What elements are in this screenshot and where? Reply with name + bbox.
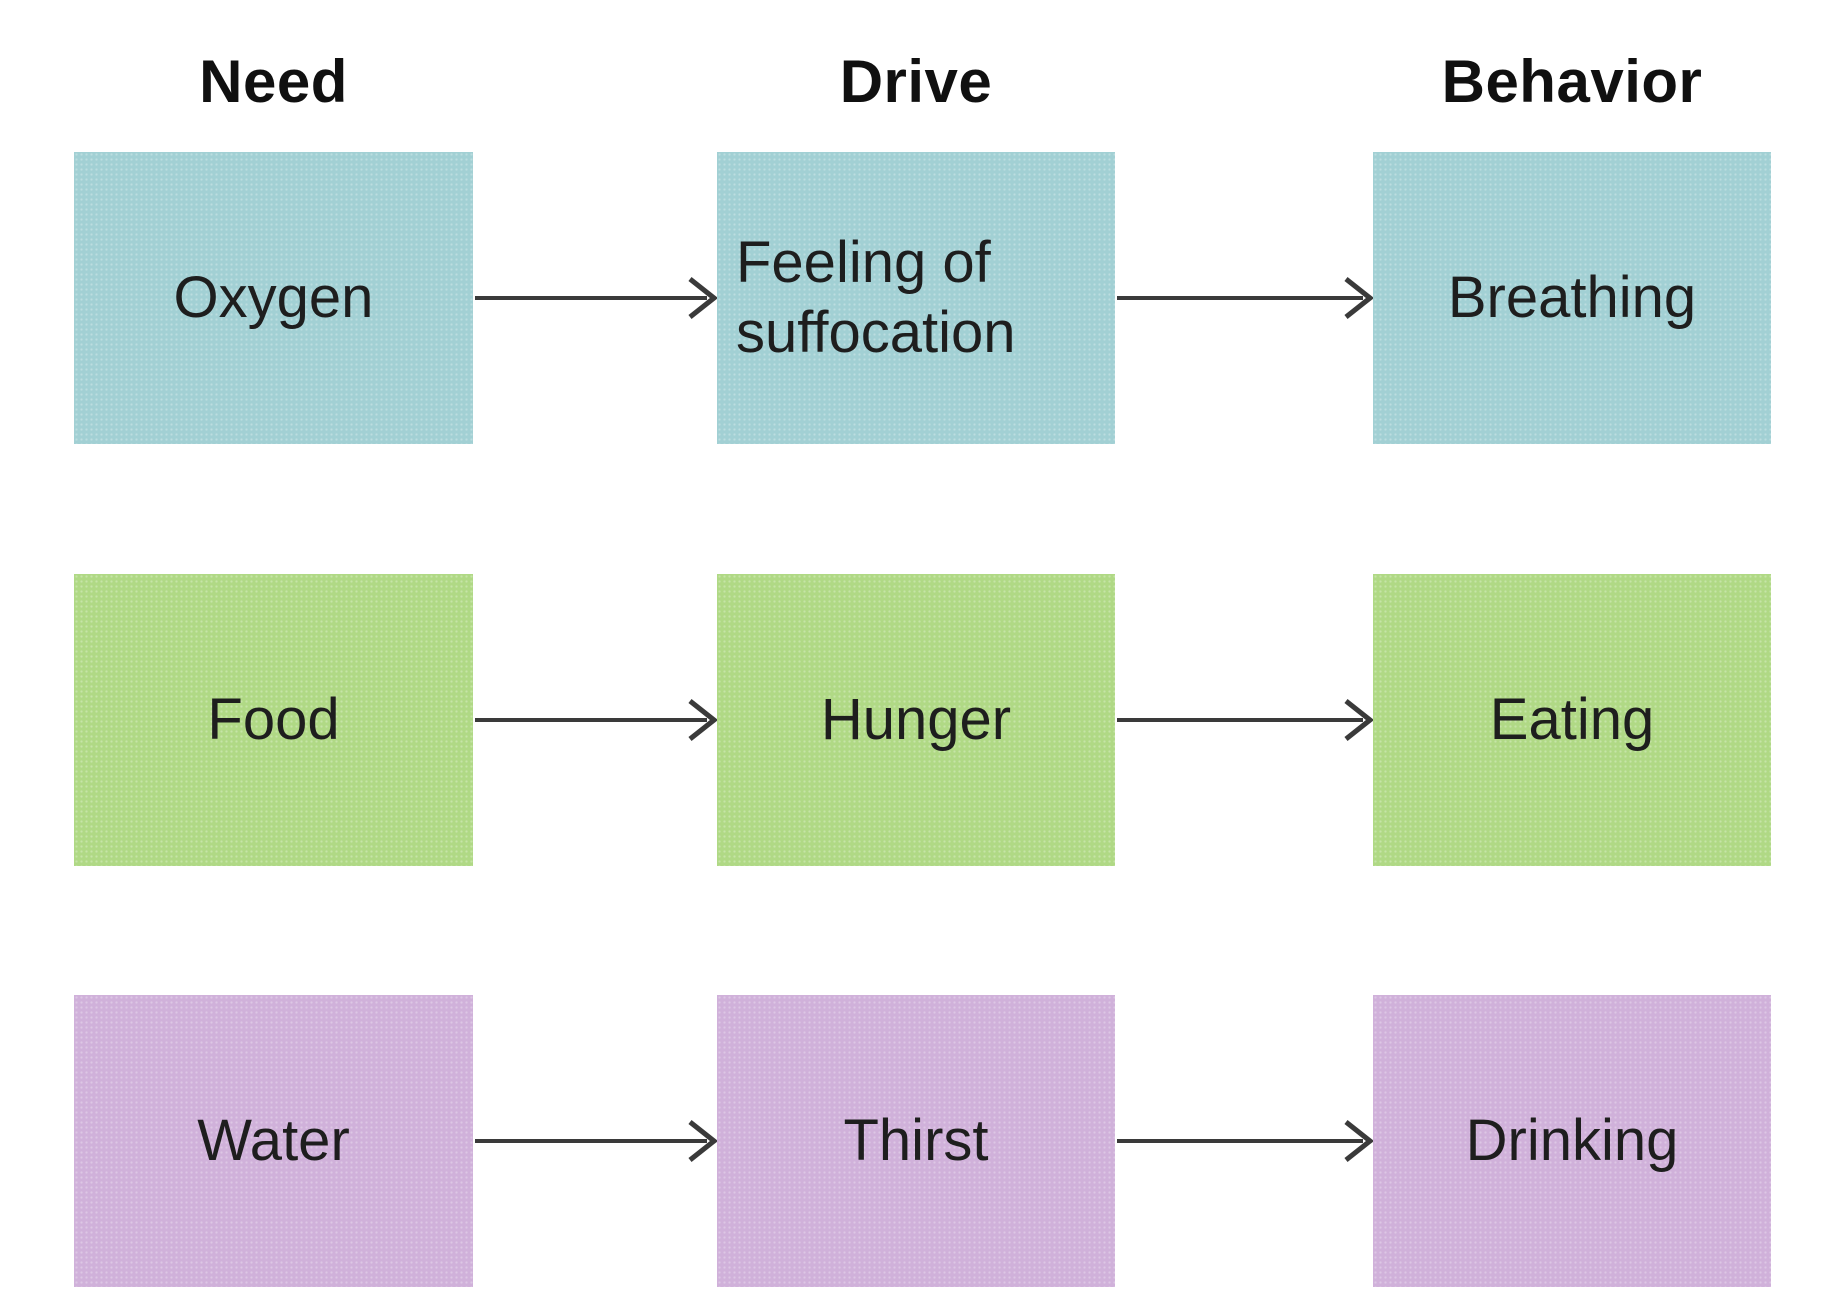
need-label: Water <box>197 1108 350 1174</box>
behavior-label: Drinking <box>1465 1108 1679 1174</box>
drive-label: Feeling of suffocation <box>736 230 1016 365</box>
drive-box-hunger: Hunger <box>717 574 1115 866</box>
drive-label: Hunger <box>820 687 1012 753</box>
drive-box-feeling-of-suffocation: Feeling of suffocation <box>717 152 1115 444</box>
arrow-need-to-drive-row-2 <box>475 699 717 741</box>
need-label: Food <box>207 687 340 753</box>
arrow-need-to-drive-row-3 <box>475 1120 717 1162</box>
need-box-oxygen: Oxygen <box>74 152 473 444</box>
drive-label: Thirst <box>843 1108 989 1174</box>
arrow-drive-to-behavior-row-1 <box>1117 277 1373 319</box>
behavior-label: Eating <box>1489 687 1655 753</box>
need-box-water: Water <box>74 995 473 1287</box>
behavior-label: Breathing <box>1447 265 1697 331</box>
arrow-need-to-drive-row-1 <box>475 277 717 319</box>
behavior-box-drinking: Drinking <box>1373 995 1771 1287</box>
column-header-behavior: Behavior <box>1441 48 1703 115</box>
arrow-drive-to-behavior-row-3 <box>1117 1120 1373 1162</box>
column-header-drive: Drive <box>839 48 993 115</box>
behavior-box-eating: Eating <box>1373 574 1771 866</box>
drive-box-thirst: Thirst <box>717 995 1115 1287</box>
column-header-need: Need <box>199 48 348 115</box>
arrow-drive-to-behavior-row-2 <box>1117 699 1373 741</box>
behavior-box-breathing: Breathing <box>1373 152 1771 444</box>
need-box-food: Food <box>74 574 473 866</box>
need-label: Oxygen <box>173 265 374 331</box>
